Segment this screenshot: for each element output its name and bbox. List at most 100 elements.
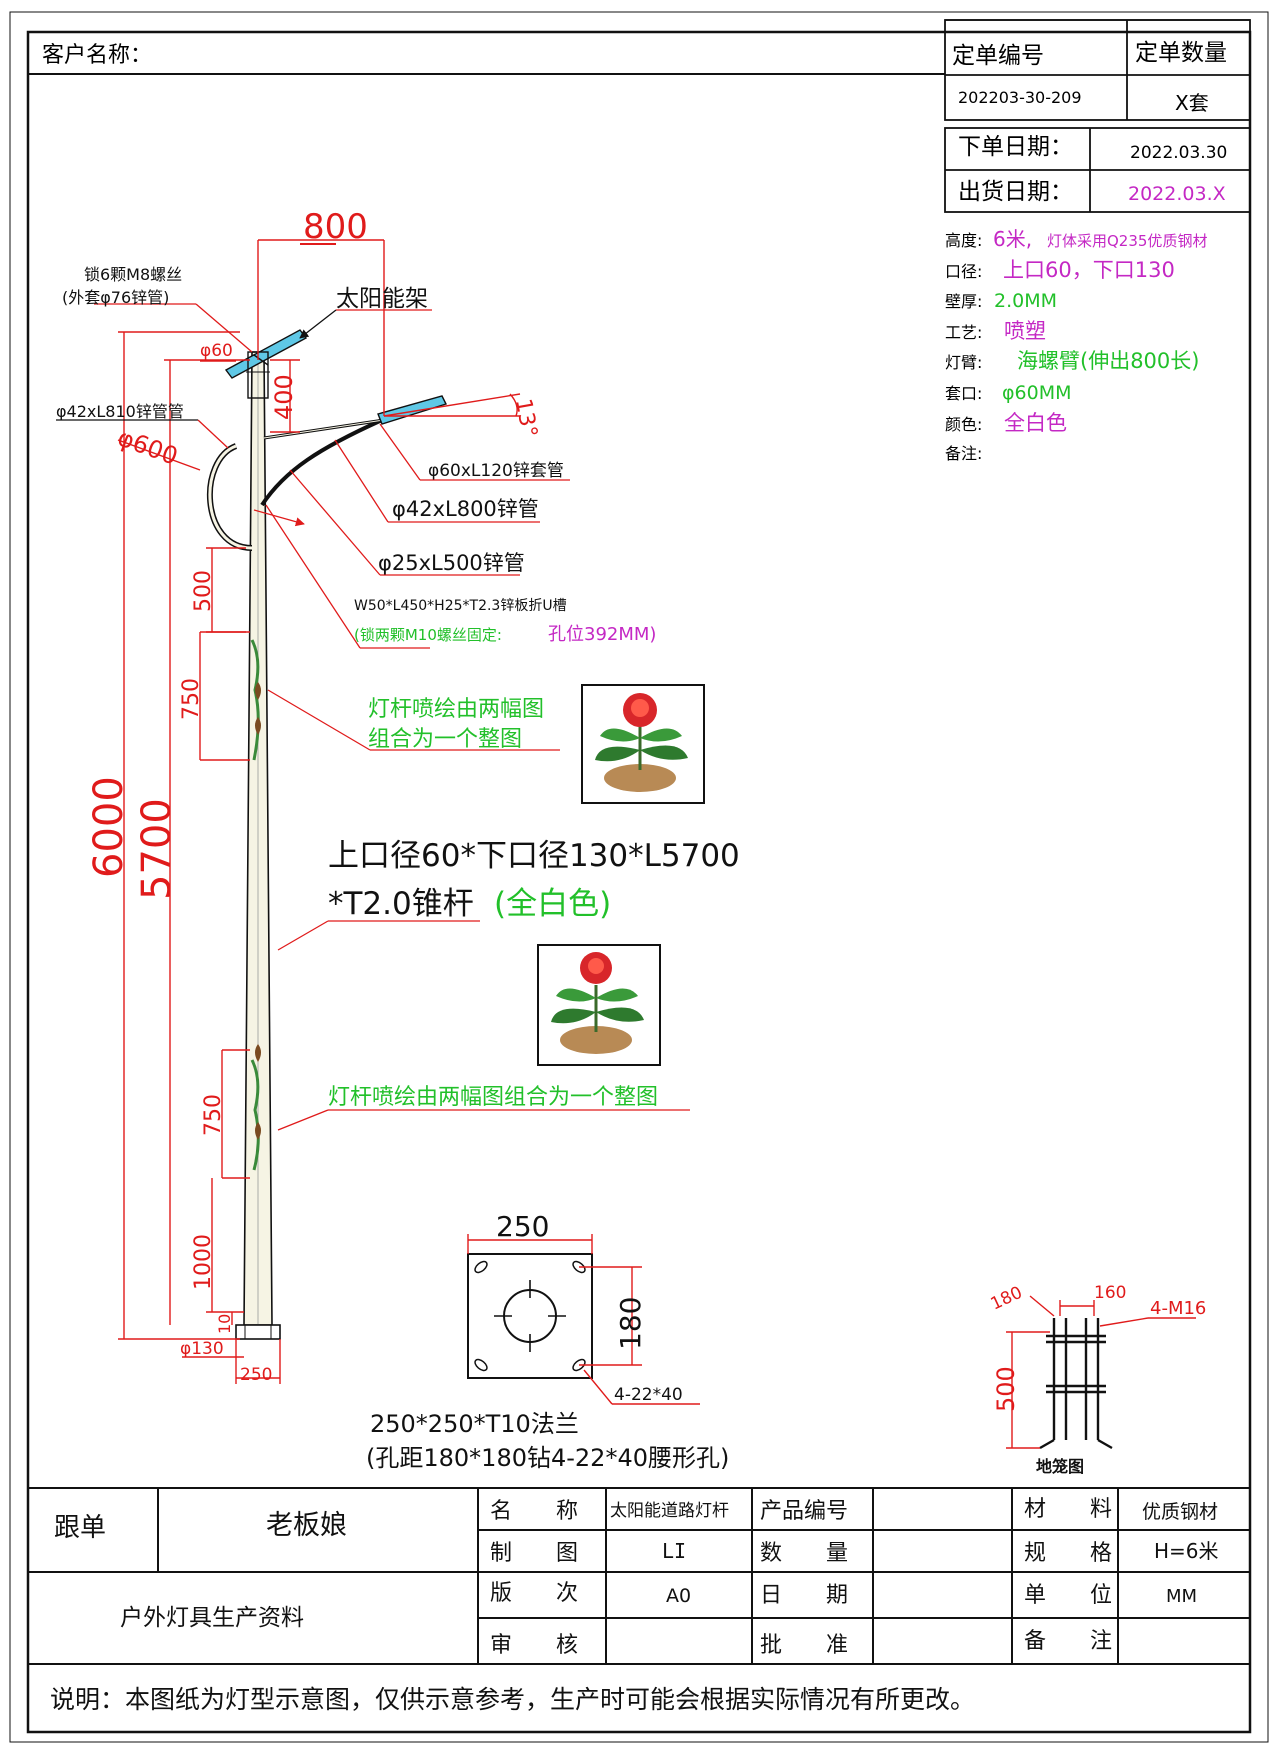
spec-height-value: 6米, [993,227,1032,251]
label-paint-note-2: 灯杆喷绘由两幅图组合为一个整图 [328,1085,658,1110]
tb-date-label: 日 期 [760,1583,848,1608]
spec-arm-label: 灯臂: [945,353,982,372]
dimension-labels: 800 400 13° 6000 5700 500 750 750 1000 1… [86,207,541,1385]
tb-check-label: 审 核 [490,1633,578,1658]
label-paint-note-1a: 灯杆喷绘由两幅图 [368,697,544,722]
header: 客户名称： 定单编号 定单数量 202203-30-209 X套 下单日期： 2… [42,19,1251,213]
label-u-fix-b: 孔位392MM) [548,624,656,645]
dim-800: 800 [303,207,368,247]
spec-wall-value: 2.0MM [994,290,1057,312]
order-no-label: 定单编号 [952,43,1044,69]
spec-process-value: 喷塑 [1004,319,1046,343]
label-pole-desc-2a: *T2.0锥杆 [328,886,474,922]
spec-color-label: 颜色: [945,415,982,434]
dim-1000: 1000 [191,1234,216,1290]
label-lock-bolt-1: 锁6颗M8螺丝 [84,265,182,284]
tb-drawn-label: 制 图 [490,1541,578,1566]
lamp-arm-main [260,418,383,507]
dim-750-lower: 750 [201,1094,226,1136]
dim-phi130: φ130 [180,1339,224,1359]
dim-13: 13° [510,397,541,440]
label-lock-bolt-2: (外套φ76锌管) [62,288,169,307]
ship-date-value: 2022.03.X [1128,183,1226,205]
spec-list: 高度: 6米, 灯体采用Q235优质钢材 口径: 上口60，下口130 壁厚: … [945,227,1207,463]
flange-caption-2: (孔距180*180钻4-22*40腰形孔) [366,1444,729,1472]
dim-phi60: φ60 [200,341,233,361]
order-box [944,19,1251,213]
dim-750-upper: 750 [179,678,204,720]
anchor-cage-drawing [1039,1318,1113,1450]
label-pipe-60: φ60xL120锌套管 [428,461,564,481]
spec-socket-value: φ60MM [1002,382,1072,404]
flange-dim-250: 250 [496,1210,549,1243]
spec-color-value: 全白色 [1004,411,1067,435]
lamp-arm-curve [206,443,253,551]
pole-drawing [206,329,447,1340]
ship-date-label: 出货日期： [958,179,1073,205]
tb-qty-label: 数 量 [760,1541,848,1566]
tb-spec-label: 规 格 [1024,1541,1112,1566]
leader-lines [56,303,690,1131]
spec-wall-label: 壁厚: [945,292,982,311]
customer-label: 客户名称： [42,43,152,68]
dim-10: 10 [215,1314,234,1334]
lamp-head [377,395,447,425]
label-pipe-25: φ25xL500锌管 [378,551,525,575]
label-pipe-42: φ42xL800锌管 [392,497,539,521]
dim-400: 400 [270,374,298,420]
spec-process-label: 工艺: [945,323,982,342]
pole-painting-upper [250,639,261,761]
tb-material-label: 材 料 [1024,1497,1112,1522]
tb-name-value: 太阳能道路灯杆 [610,1501,729,1521]
spec-height-note: 灯体采用Q235优质钢材 [1047,232,1207,250]
tb-follow-label: 跟单 [54,1513,106,1543]
cage-bolt-label: 4-M16 [1150,1298,1206,1319]
flower-image-1 [581,684,705,804]
cage-title: 地笼图 [1036,1457,1084,1476]
tb-name-label: 名 称 [490,1499,578,1524]
order-qty-value: X套 [1175,91,1209,115]
label-solar-frame: 太阳能架 [336,286,428,312]
tb-drawn-value: LI [662,1539,686,1563]
order-qty-label: 定单数量 [1135,40,1227,66]
flange-dimensions [467,1234,700,1405]
spec-socket-label: 套口: [945,384,982,403]
flange-hole-label: 4-22*40 [614,1385,683,1405]
flange-dim-180: 180 [614,1297,647,1350]
tb-product-no-label: 产品编号 [760,1499,848,1524]
cage-dim-180: 180 [988,1283,1026,1315]
dim-250-base: 250 [240,1365,272,1385]
tb-approve-label: 批 准 [760,1633,848,1658]
tb-material-value: 优质钢材 [1142,1501,1218,1523]
label-paint-note-1b: 组合为一个整图 [368,727,522,752]
tb-remark-label: 备 注 [1024,1629,1112,1654]
flange-caption-1: 250*250*T10法兰 [370,1410,579,1438]
title-block-text: 跟单 老板娘 户外灯具生产资料 名 称 太阳能道路灯杆 产品编号 材 料 优质钢… [54,1497,1219,1658]
order-date-label: 下单日期： [958,134,1073,160]
spec-diameter-value: 上口60，下口130 [1003,258,1175,282]
footer-note: 说明：本图纸为灯型示意图，仅供示意参考，生产时可能会根据实际情况有所更改。 [50,1685,975,1714]
label-u-fix-a: (锁两颗M10螺丝固定: [354,626,502,644]
spec-height-label: 高度: [945,231,982,250]
tb-rev-value: A0 [666,1585,691,1607]
order-no-value: 202203-30-209 [958,88,1082,107]
flower-image-2 [537,944,661,1066]
spec-arm-value: 海螺臂(伸出800长) [1017,349,1199,373]
pole-dimensions [117,239,521,1384]
label-u-channel: W50*L450*H25*T2.3锌板折U槽 [354,598,567,614]
flange-drawing [467,1253,593,1379]
dim-6000: 6000 [86,776,132,878]
cage-dim-160: 160 [1094,1283,1126,1303]
spec-note-label: 备注: [945,444,982,463]
anchor-cage-dimensions [1006,1295,1196,1449]
pole-callouts: 锁6颗M8螺丝 (外套φ76锌管) 太阳能架 φ42xL810锌管管 φ60xL… [56,265,740,1110]
label-pole-desc-1: 上口径60*下口径130*L5700 [328,838,740,874]
label-pipe-810: φ42xL810锌管管 [56,402,184,421]
cage-dim-500: 500 [992,1366,1020,1412]
tb-spec-value: H=6米 [1154,1539,1219,1563]
tb-rev-label: 版 次 [490,1581,578,1606]
solar-panel [224,329,308,379]
tb-company: 户外灯具生产资料 [120,1605,304,1631]
tb-unit-value: MM [1166,1586,1197,1607]
